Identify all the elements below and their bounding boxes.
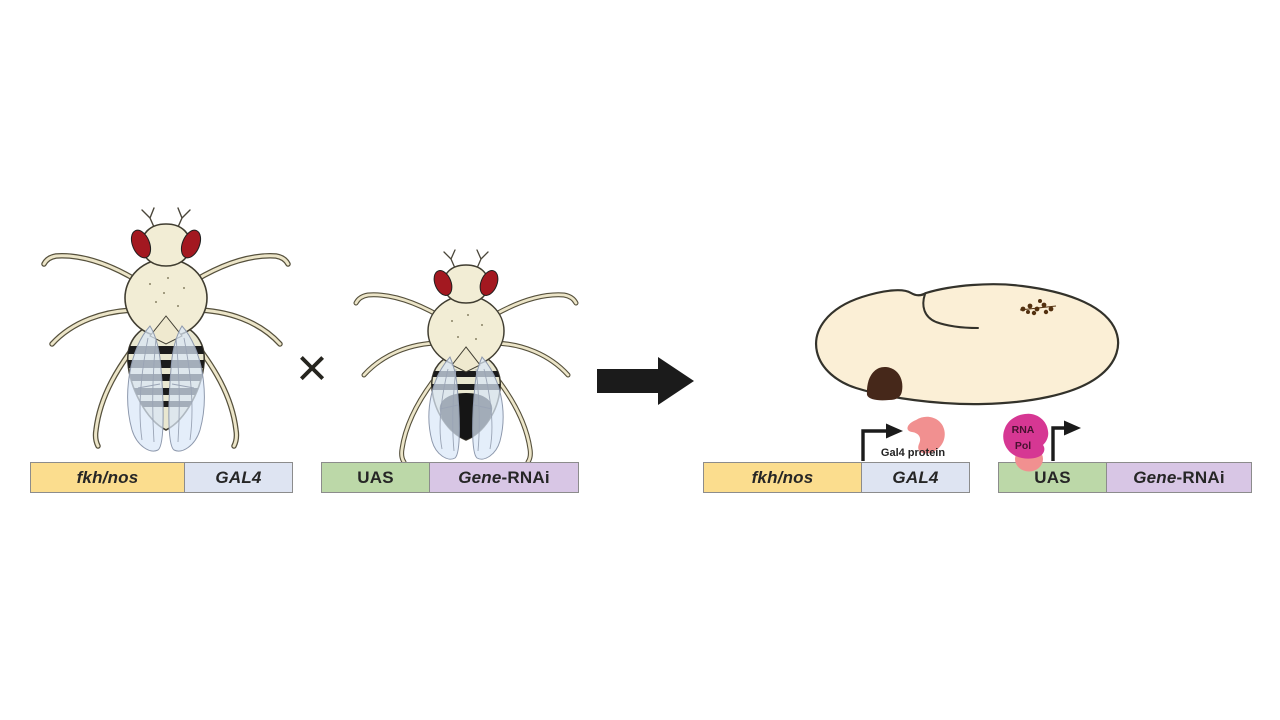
germ-cell-cluster [1019,299,1057,316]
gal4-label: GAL4 [215,467,262,487]
gal4-box: GAL4 [184,463,292,492]
gene-label: Gene [458,467,502,487]
gene-rnai-box: Gene-RNAi [1106,463,1251,492]
uas-label: UAS [357,467,394,487]
promoter-box-fkh-nos: fkh/nos [31,463,184,492]
female-fly-illustration [41,207,291,452]
gene-label: Gene [1133,467,1177,487]
uas-label: UAS [1034,467,1071,487]
uas-box: UAS [999,463,1106,492]
gal4-protein-label: Gal4 protein [880,447,946,459]
thorax-stipple [149,277,185,307]
cephalic-furrow [922,293,979,329]
rna-pol-label-line2: Pol [1014,440,1032,452]
gal4-box: GAL4 [861,463,969,492]
left-eye [433,270,453,296]
gal4-label: GAL4 [892,467,939,487]
gene-rnai-box: Gene-RNAi [429,463,578,492]
construct-fkhnos-gal4-parent: fkh/nos GAL4 [30,462,293,493]
construct-uas-rnai-offspring: UAS Gene-RNAi [998,462,1252,493]
embryo-illustration [815,283,1120,406]
rnai-suffix-label: -RNAi [1176,467,1225,487]
right-eye [479,270,499,296]
left-eye [130,229,152,259]
embryo-dark-patch [866,366,903,401]
result-arrow [597,357,694,405]
thorax-stipple [451,314,483,340]
uas-transcription-arrow [1051,420,1081,461]
cross-symbol: × [296,338,328,398]
construct-fkhnos-gal4-offspring: fkh/nos GAL4 [703,462,970,493]
rnai-suffix-label: -RNAi [501,467,550,487]
promoter-label: fkh/nos [751,467,814,487]
rna-pol-label-line1: RNA [1011,424,1035,436]
male-fly-illustration [353,249,579,462]
right-eye [180,229,202,259]
promoter-box-fkh-nos: fkh/nos [704,463,861,492]
construct-uas-rnai-parent: UAS Gene-RNAi [321,462,579,493]
uas-box: UAS [322,463,429,492]
promoter-label: fkh/nos [76,467,139,487]
